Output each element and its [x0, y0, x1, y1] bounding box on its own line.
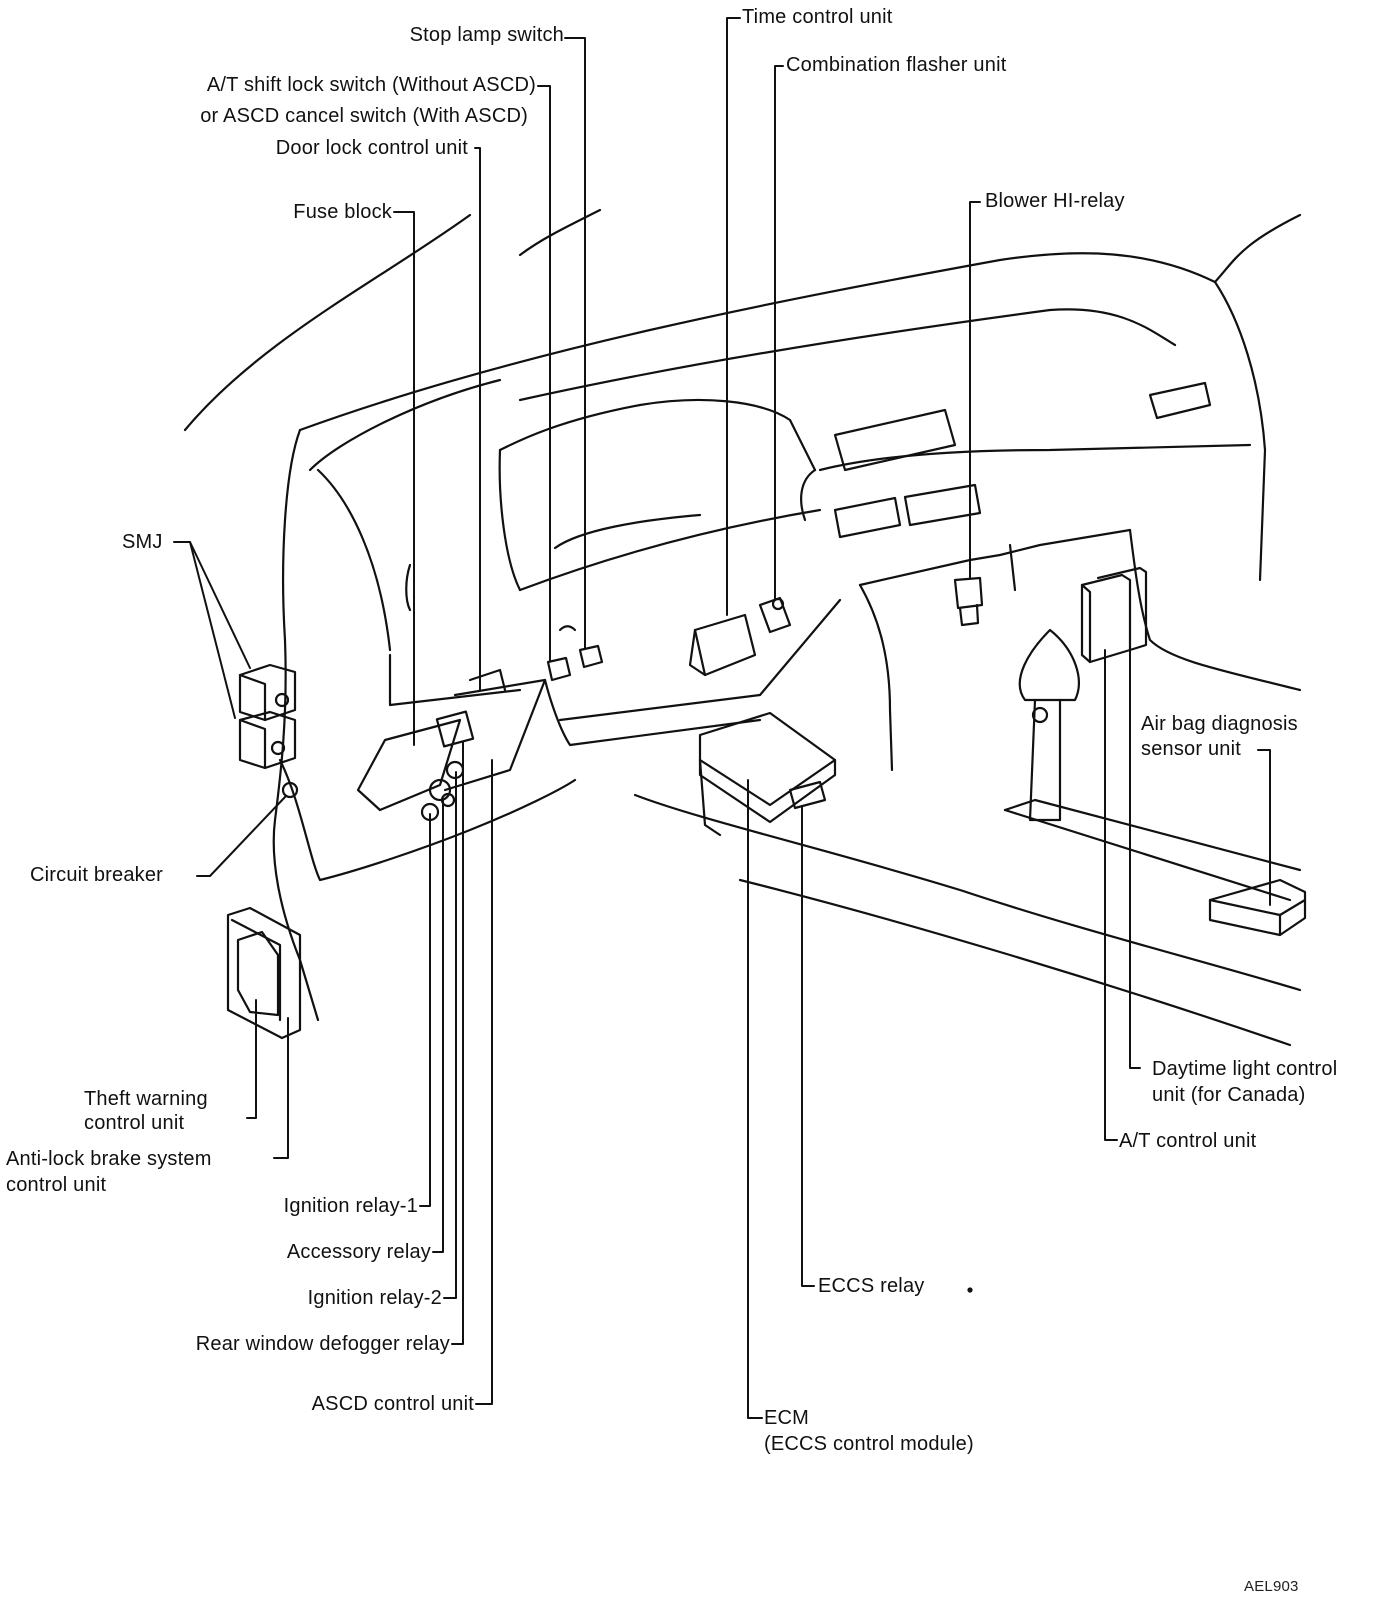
switch-group	[546, 625, 604, 682]
label-time-control-unit: Time control unit	[742, 6, 893, 28]
label-ignition-relay-2: Ignition relay-2	[307, 1287, 442, 1309]
label-daytime-light-line1: Daytime light control	[1152, 1058, 1338, 1080]
time-control-and-flasher	[688, 596, 792, 677]
figure-code: AEL903	[1244, 1578, 1299, 1595]
blower-hi-relay-shape	[953, 576, 984, 627]
label-eccs-relay: ECCS relay	[818, 1275, 925, 1297]
label-ascd-control-unit: ASCD control unit	[311, 1393, 474, 1415]
label-abs-line2: control unit	[6, 1174, 107, 1196]
label-stop-lamp-switch: Stop lamp switch	[409, 24, 564, 46]
label-rear-window-defogger-relay: Rear window defogger relay	[195, 1333, 450, 1355]
dashboard-outline	[183, 208, 1302, 1047]
label-daytime-light-line2: unit (for Canada)	[1152, 1084, 1306, 1106]
label-accessory-relay: Accessory relay	[286, 1241, 431, 1263]
label-smj: SMJ	[122, 531, 163, 553]
theft-abs-unit-shape	[226, 906, 302, 1040]
label-circuit-breaker: Circuit breaker	[30, 864, 164, 886]
label-ecm-line2: (ECCS control module)	[764, 1433, 974, 1455]
label-ascd-cancel-switch: or ASCD cancel switch (With ASCD)	[200, 105, 528, 127]
label-theft-warning-line2: control unit	[84, 1112, 185, 1134]
fuse-block-assembly	[356, 668, 547, 822]
air-bag-sensor-shape	[1208, 878, 1307, 937]
label-air-bag-diagnosis-line2: sensor unit	[1141, 738, 1242, 760]
smj-connector-block	[238, 663, 299, 799]
label-fuse-block: Fuse block	[293, 201, 392, 223]
label-blower-hi-relay: Blower HI-relay	[985, 190, 1125, 212]
label-ignition-relay-1: Ignition relay-1	[283, 1195, 418, 1217]
stray-dot	[967, 1287, 973, 1293]
leader-lines	[173, 17, 1271, 1419]
label-door-lock-control-unit: Door lock control unit	[275, 137, 468, 159]
label-theft-warning-line1: Theft warning	[84, 1088, 208, 1110]
label-ecm-line1: ECM	[764, 1407, 810, 1429]
label-air-bag-diagnosis-line1: Air bag diagnosis	[1141, 713, 1298, 735]
label-at-control-unit: A/T control unit	[1119, 1130, 1257, 1152]
label-abs-line1: Anti-lock brake system	[6, 1148, 212, 1170]
label-combination-flasher-unit: Combination flasher unit	[786, 54, 1007, 76]
label-at-shift-lock-switch: A/T shift lock switch (Without ASCD)	[206, 74, 536, 96]
ecm-box	[698, 711, 837, 824]
